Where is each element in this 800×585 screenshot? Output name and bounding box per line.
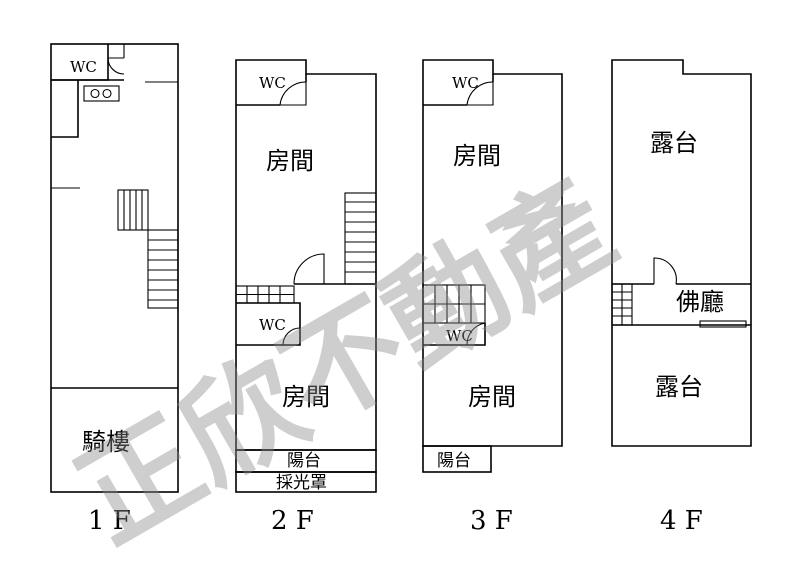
floor-1-stove xyxy=(83,85,120,102)
floor-4-outline xyxy=(611,59,752,447)
floor-4-staircase xyxy=(611,283,633,326)
floor-2-room-bottom-label: 房間 xyxy=(282,383,330,411)
floor-3-plan: WC 房間 WC 房間 陽台 3 F xyxy=(422,59,563,536)
floor-3-room-bottom-label: 房間 xyxy=(468,383,516,411)
floor-4-window xyxy=(699,320,747,328)
floor-4-label: 4 F xyxy=(660,506,703,536)
floor-2-wc-mid-wall xyxy=(236,302,301,346)
floor-1-label: 1 F xyxy=(88,506,131,536)
floor-1-arcade-label: 騎樓 xyxy=(82,428,130,456)
floor-2-balcony-label: 陽台 xyxy=(287,451,321,471)
floor-3-room-top-label: 房間 xyxy=(453,142,501,170)
floor-1-wc-label: WC xyxy=(70,58,97,76)
floor-3-balcony-label: 陽台 xyxy=(437,451,471,471)
floor-2-wc-wall xyxy=(236,74,307,106)
stove-burner-icon xyxy=(90,88,100,99)
floor-3-balcony xyxy=(422,445,492,473)
floor-2-skylight-label: 採光罩 xyxy=(276,473,327,493)
floor-4-plan: 露台 佛廳 露台 4 F xyxy=(611,59,752,536)
floor-2-wc-mid-door xyxy=(282,327,301,346)
floor-2-room-top-label: 房間 xyxy=(266,147,314,175)
floor-3-label: 3 F xyxy=(470,506,513,536)
floor-2-wc-mid-label: WC xyxy=(259,316,286,334)
floor-3-staircase xyxy=(422,284,486,324)
floor-3-wc-mid-door xyxy=(466,322,486,346)
floor-2-label: 2 F xyxy=(271,506,314,536)
floor-1-wc-wall-stub xyxy=(108,44,125,59)
floor-4-terrace-bottom-label: 露台 xyxy=(655,373,703,401)
floor-4-buddha-hall-label: 佛廳 xyxy=(676,288,724,316)
floor-3-wc-mid-wall xyxy=(423,323,486,346)
floor-3-wc-mid-label: WC xyxy=(446,327,473,345)
floor-3-wc-top-label: WC xyxy=(452,74,479,92)
floor-2-door-swing xyxy=(293,253,325,285)
floor-2-plan: WC 房間 WC 房間 陽台 採光罩 xyxy=(235,59,377,536)
floor-1-staircase xyxy=(117,189,179,309)
stove-burner-icon xyxy=(102,88,112,99)
floor-2-skylight xyxy=(235,471,377,493)
floor-3-wc-wall xyxy=(423,74,494,106)
floor-4-door-swing xyxy=(653,257,677,285)
floor-3-wc-door-swing xyxy=(466,81,494,106)
floor-1-plan: WC 騎樓 1 F xyxy=(50,43,179,536)
floor-2-wc-door-swing xyxy=(279,81,307,106)
floor-4-terrace-top-label: 露台 xyxy=(650,129,698,157)
floor-1-kitchen-counter xyxy=(51,79,124,138)
floor-2-wc-top-label: WC xyxy=(259,74,286,92)
floor-2-staircase xyxy=(235,192,377,304)
floor-1-wc-door-swing xyxy=(107,57,125,75)
